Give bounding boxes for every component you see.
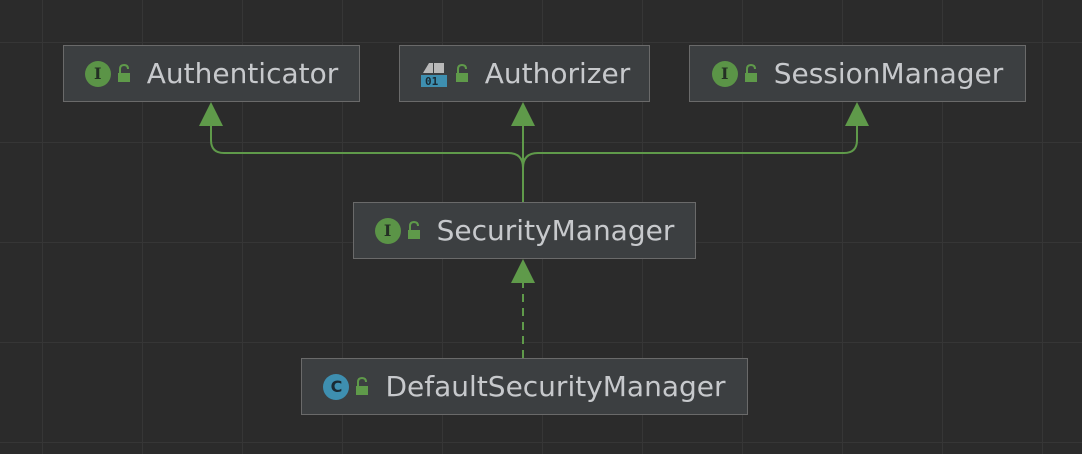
class-icon: C (323, 373, 350, 400)
node-label: SessionManager (773, 57, 1004, 90)
node-sessionmanager[interactable]: I SessionManager (689, 45, 1026, 102)
lock-open-icon (356, 376, 369, 395)
interface-icon: I (84, 60, 111, 87)
lock-open-icon (455, 63, 468, 82)
annotation-type-icon: 01 (420, 62, 447, 88)
lock-open-icon (407, 220, 420, 239)
node-authorizer[interactable]: 01 Authorizer (399, 45, 650, 102)
edge-securitymanager-to-sessionmanager (522, 122, 858, 202)
node-authenticator[interactable]: I Authenticator (63, 45, 360, 102)
arrowhead-authenticator (199, 102, 223, 126)
arrowhead-sessionmanager (845, 102, 869, 126)
interface-icon: I (374, 217, 401, 244)
annotation-badge-text: 01 (425, 75, 439, 88)
node-icons: 01 (419, 59, 471, 89)
node-defaultsecuritymanager[interactable]: C DefaultSecurityManager (301, 358, 748, 415)
node-icons: I (711, 60, 760, 87)
lock-open-icon (744, 63, 757, 82)
node-label: Authorizer (484, 57, 631, 90)
node-icons: C (323, 373, 371, 400)
node-icons: I (84, 60, 133, 87)
edge-securitymanager-to-authenticator (210, 122, 524, 202)
lock-open-icon (117, 63, 130, 82)
node-securitymanager[interactable]: I SecurityManager (353, 202, 696, 259)
interface-icon: I (711, 60, 738, 87)
node-label: SecurityManager (436, 214, 675, 247)
node-icons: I (374, 217, 423, 244)
arrowhead-authorizer (511, 102, 535, 126)
node-label: DefaultSecurityManager (385, 370, 726, 403)
node-label: Authenticator (146, 57, 339, 90)
arrowhead-securitymanager (511, 259, 535, 283)
